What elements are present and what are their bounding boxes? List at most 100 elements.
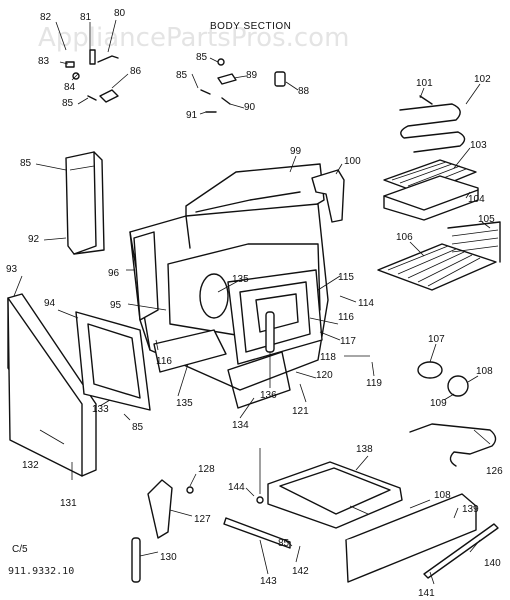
part-127-shape — [186, 486, 194, 494]
part-117-inner-door — [227, 269, 323, 365]
label-85-a: 85 — [62, 98, 74, 109]
label-119: 119 — [366, 378, 382, 389]
label-91: 91 — [186, 110, 198, 121]
label-85-b: 85 — [196, 52, 208, 63]
label-114: 114 — [358, 298, 374, 309]
label-139: 141 — [418, 588, 435, 599]
part-109-light-lens — [447, 375, 469, 397]
label-101: 101 — [416, 78, 433, 89]
label-142: 144 — [228, 482, 245, 493]
label-132: 134 — [232, 420, 249, 431]
part-132-frame — [227, 351, 291, 409]
part-93-side-panel — [7, 293, 97, 477]
part-labels: 82 81 80 83 84 86 85 85 89 85 90 91 88 8… — [6, 8, 503, 599]
label-115: 115 — [338, 272, 354, 283]
label-126: 127 — [194, 514, 211, 525]
label-130: 132 — [22, 460, 39, 471]
label-89: 89 — [246, 70, 258, 81]
part-83-shape — [65, 61, 75, 68]
watermark: AppliancePartsPros.com — [38, 23, 349, 53]
oven-body — [129, 163, 329, 409]
leader-lines — [13, 19, 491, 585]
part-85c-screw — [200, 89, 211, 95]
label-140: 142 — [292, 566, 309, 577]
part-92-side-channel — [65, 151, 105, 255]
label-105: 105 — [478, 214, 495, 225]
part-133-bottom — [153, 329, 227, 373]
part-88-shape — [274, 71, 286, 87]
part-142-shape — [256, 496, 264, 504]
label-84: 84 — [64, 82, 76, 93]
label-81: 81 — [80, 12, 92, 23]
part-128-shape — [131, 537, 141, 583]
label-82: 82 — [40, 12, 52, 23]
label-118: 118 — [320, 352, 336, 363]
part-107-light-socket — [417, 361, 443, 379]
label-85-e: 85 — [132, 422, 144, 433]
hardware-group-top-left — [65, 49, 119, 103]
part-105-rack-guide — [447, 221, 501, 263]
label-109: 109 — [430, 398, 447, 409]
label-107: 107 — [428, 334, 445, 345]
label-127: 128 — [198, 464, 215, 475]
label-104: 104 — [468, 194, 485, 205]
label-103: 103 — [470, 140, 487, 151]
part-81-shape — [89, 49, 96, 65]
label-117: 117 — [340, 336, 356, 347]
part-106-oven-rack — [377, 243, 497, 291]
part-126-slide — [147, 479, 173, 539]
part-135-shape — [265, 311, 275, 353]
part-104-broiler-pan — [383, 175, 479, 221]
label-108-b: 108 — [434, 490, 451, 501]
label-128: 130 — [160, 552, 177, 563]
label-122: 126 — [486, 466, 503, 477]
label-136: 138 — [356, 444, 373, 455]
label-86: 86 — [130, 66, 142, 77]
label-80: 80 — [114, 8, 126, 19]
part-94-door-frame — [75, 311, 151, 411]
label-88: 88 — [298, 86, 310, 97]
label-129: 131 — [60, 498, 77, 509]
label-108-a: 108 — [476, 366, 493, 377]
part-136-drawer — [267, 461, 403, 529]
footer-code: C/5 — [12, 544, 28, 555]
part-85-screw — [87, 95, 97, 101]
label-138: 140 — [484, 558, 501, 569]
section-title: BODY SECTION — [210, 21, 291, 32]
part-134-burner — [199, 273, 229, 319]
part-85b-shape — [217, 58, 225, 66]
label-83: 83 — [38, 56, 50, 67]
label-141: 143 — [260, 576, 277, 587]
part-90-shape — [221, 97, 231, 105]
label-131: 133 — [92, 404, 109, 415]
label-95: 95 — [110, 300, 122, 311]
part-86-shape — [99, 89, 119, 103]
label-106: 106 — [396, 232, 413, 243]
label-100: 100 — [344, 156, 361, 167]
label-99: 99 — [290, 146, 302, 157]
label-85-f: 85 — [278, 538, 290, 549]
part-138-rail — [423, 523, 499, 579]
label-102: 102 — [474, 74, 491, 85]
label-93: 93 — [6, 264, 18, 275]
part-141-rail — [223, 517, 291, 549]
label-85-d: 85 — [20, 158, 32, 169]
label-116-b: 116 — [156, 356, 172, 367]
label-135: 136 — [260, 390, 277, 401]
part-139-drawer-front — [345, 493, 477, 583]
label-134: 135 — [232, 274, 249, 285]
label-137: 139 — [462, 504, 479, 515]
footer-ref: 911.9332.10 — [8, 566, 74, 577]
part-101-102-element — [399, 95, 466, 153]
label-94: 94 — [44, 298, 56, 309]
label-96: 96 — [108, 268, 120, 279]
label-121: 121 — [292, 406, 309, 417]
part-89-shape — [217, 73, 237, 85]
part-122-bake-element — [409, 423, 497, 467]
part-96-flange — [133, 231, 159, 321]
part-100-bracket — [311, 169, 345, 223]
label-120: 120 — [316, 370, 333, 381]
label-90: 90 — [244, 102, 256, 113]
